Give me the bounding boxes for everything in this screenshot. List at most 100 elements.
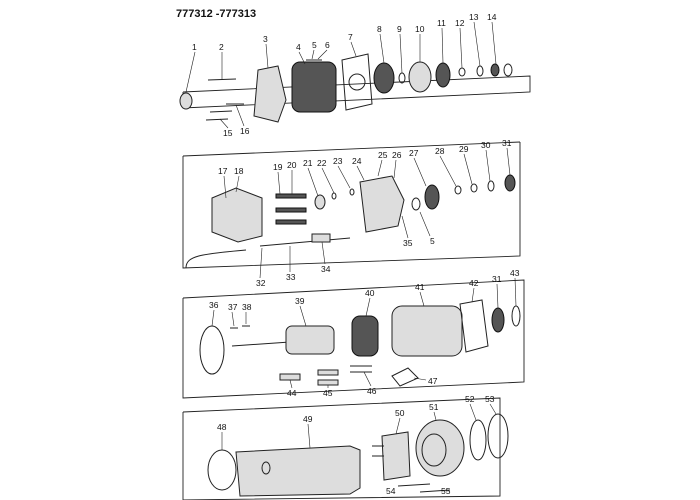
part-52-ring <box>469 419 487 461</box>
leader-43 <box>514 277 517 307</box>
label-part-7: 7 <box>348 32 353 42</box>
part-31-bearing <box>504 174 516 192</box>
label-part-9: 9 <box>397 24 402 34</box>
leader-30 <box>485 149 491 182</box>
leader-12 <box>459 27 463 69</box>
label-part-8: 8 <box>377 24 382 34</box>
label-part-11: 11 <box>437 18 446 28</box>
panel-1 <box>179 21 531 129</box>
part-34-shaft <box>259 237 351 247</box>
leader-44 <box>289 379 293 389</box>
part-2b-screw <box>209 110 233 113</box>
diagram-title: 777312 -777313 <box>176 8 257 20</box>
part-20b-spring <box>275 207 307 213</box>
label-part-52: 52 <box>465 394 475 404</box>
label-part-51: 51 <box>429 402 439 412</box>
label-part-5: 5 <box>312 40 317 50</box>
leader-19 <box>277 171 281 195</box>
leader-27 <box>413 157 427 187</box>
label-part-13: 13 <box>469 12 479 22</box>
part-42-endcap <box>459 299 489 353</box>
part-48-sleeve <box>207 449 237 491</box>
label-part-40: 40 <box>365 288 375 298</box>
label-part-18: 18 <box>234 166 244 176</box>
leader-35 <box>401 215 409 239</box>
part-27b-ring <box>411 197 421 211</box>
label-part-14: 14 <box>487 12 497 22</box>
label-part-2: 2 <box>219 42 224 52</box>
leader-21 <box>307 167 319 197</box>
leader-15 <box>219 118 229 129</box>
leader-18 <box>235 175 240 193</box>
leader-16 <box>235 104 245 127</box>
part-30-ring <box>487 180 495 192</box>
leader-9 <box>399 33 403 74</box>
label-part-27: 27 <box>409 148 419 158</box>
leader-8 <box>379 33 385 64</box>
label-part-35: 35 <box>403 238 413 248</box>
leader-47 <box>413 377 427 381</box>
leader-25 <box>377 159 383 177</box>
leader-3 <box>265 43 269 69</box>
part-10-cage <box>408 61 432 93</box>
panel-1-frame <box>182 75 531 109</box>
part-51-endcap <box>415 419 465 477</box>
panel-2 <box>182 141 521 279</box>
leader-50 <box>395 417 401 435</box>
leader-14 <box>491 21 497 65</box>
part-40-sleeve <box>351 315 379 357</box>
part-55-screw <box>419 489 451 493</box>
label-part-47: 47 <box>428 376 438 386</box>
label-part-5b: 5 <box>430 236 435 246</box>
leader-52 <box>469 403 477 421</box>
part-43-ring <box>511 305 521 327</box>
leader-31b <box>496 283 499 309</box>
label-part-22: 22 <box>317 158 327 168</box>
label-part-31: 31 <box>502 138 512 148</box>
leader-26 <box>393 159 397 179</box>
leader-17 <box>223 175 227 199</box>
label-part-36: 36 <box>209 300 219 310</box>
leader-49 <box>307 423 311 449</box>
label-part-29: 29 <box>459 144 469 154</box>
label-part-44: 44 <box>287 388 297 398</box>
label-part-21: 21 <box>303 158 313 168</box>
leader-39 <box>299 305 307 327</box>
label-part-28: 28 <box>435 146 445 156</box>
panel-2-top <box>182 141 521 157</box>
label-part-46: 46 <box>367 386 377 396</box>
part-34-sleeve <box>311 233 331 243</box>
panel-4 <box>182 397 509 500</box>
leader-41 <box>419 291 425 307</box>
leader-13 <box>473 21 481 67</box>
leader-42 <box>471 287 475 303</box>
part-1-ring <box>179 92 193 110</box>
label-part-42: 42 <box>469 278 479 288</box>
part-53-plate <box>487 413 509 459</box>
part-28-ring <box>454 185 462 195</box>
label-part-3: 3 <box>263 34 268 44</box>
part-39-rotor <box>285 325 335 355</box>
leader-6 <box>317 49 328 60</box>
part-13-ring <box>476 65 484 77</box>
part-22-washer <box>331 192 337 200</box>
part-29-ring <box>470 183 478 193</box>
leader-31 <box>506 147 511 176</box>
leader-40 <box>365 297 371 317</box>
part-17-block <box>211 187 263 243</box>
leader-32 <box>259 247 263 279</box>
label-part-45: 45 <box>323 388 333 398</box>
leader-29 <box>463 153 473 185</box>
label-part-41: 41 <box>415 282 425 292</box>
part-49-tube <box>235 445 361 497</box>
leader-4 <box>298 51 306 65</box>
leader-46 <box>363 371 372 387</box>
leader-37 <box>231 311 235 327</box>
part-45b-pin <box>317 379 339 386</box>
leader-5 <box>311 49 315 60</box>
part-7-hole <box>348 73 366 91</box>
label-part-12: 12 <box>455 18 465 28</box>
label-part-30: 30 <box>481 140 491 150</box>
part-3-housing <box>253 65 287 123</box>
label-part-25: 25 <box>378 150 388 160</box>
